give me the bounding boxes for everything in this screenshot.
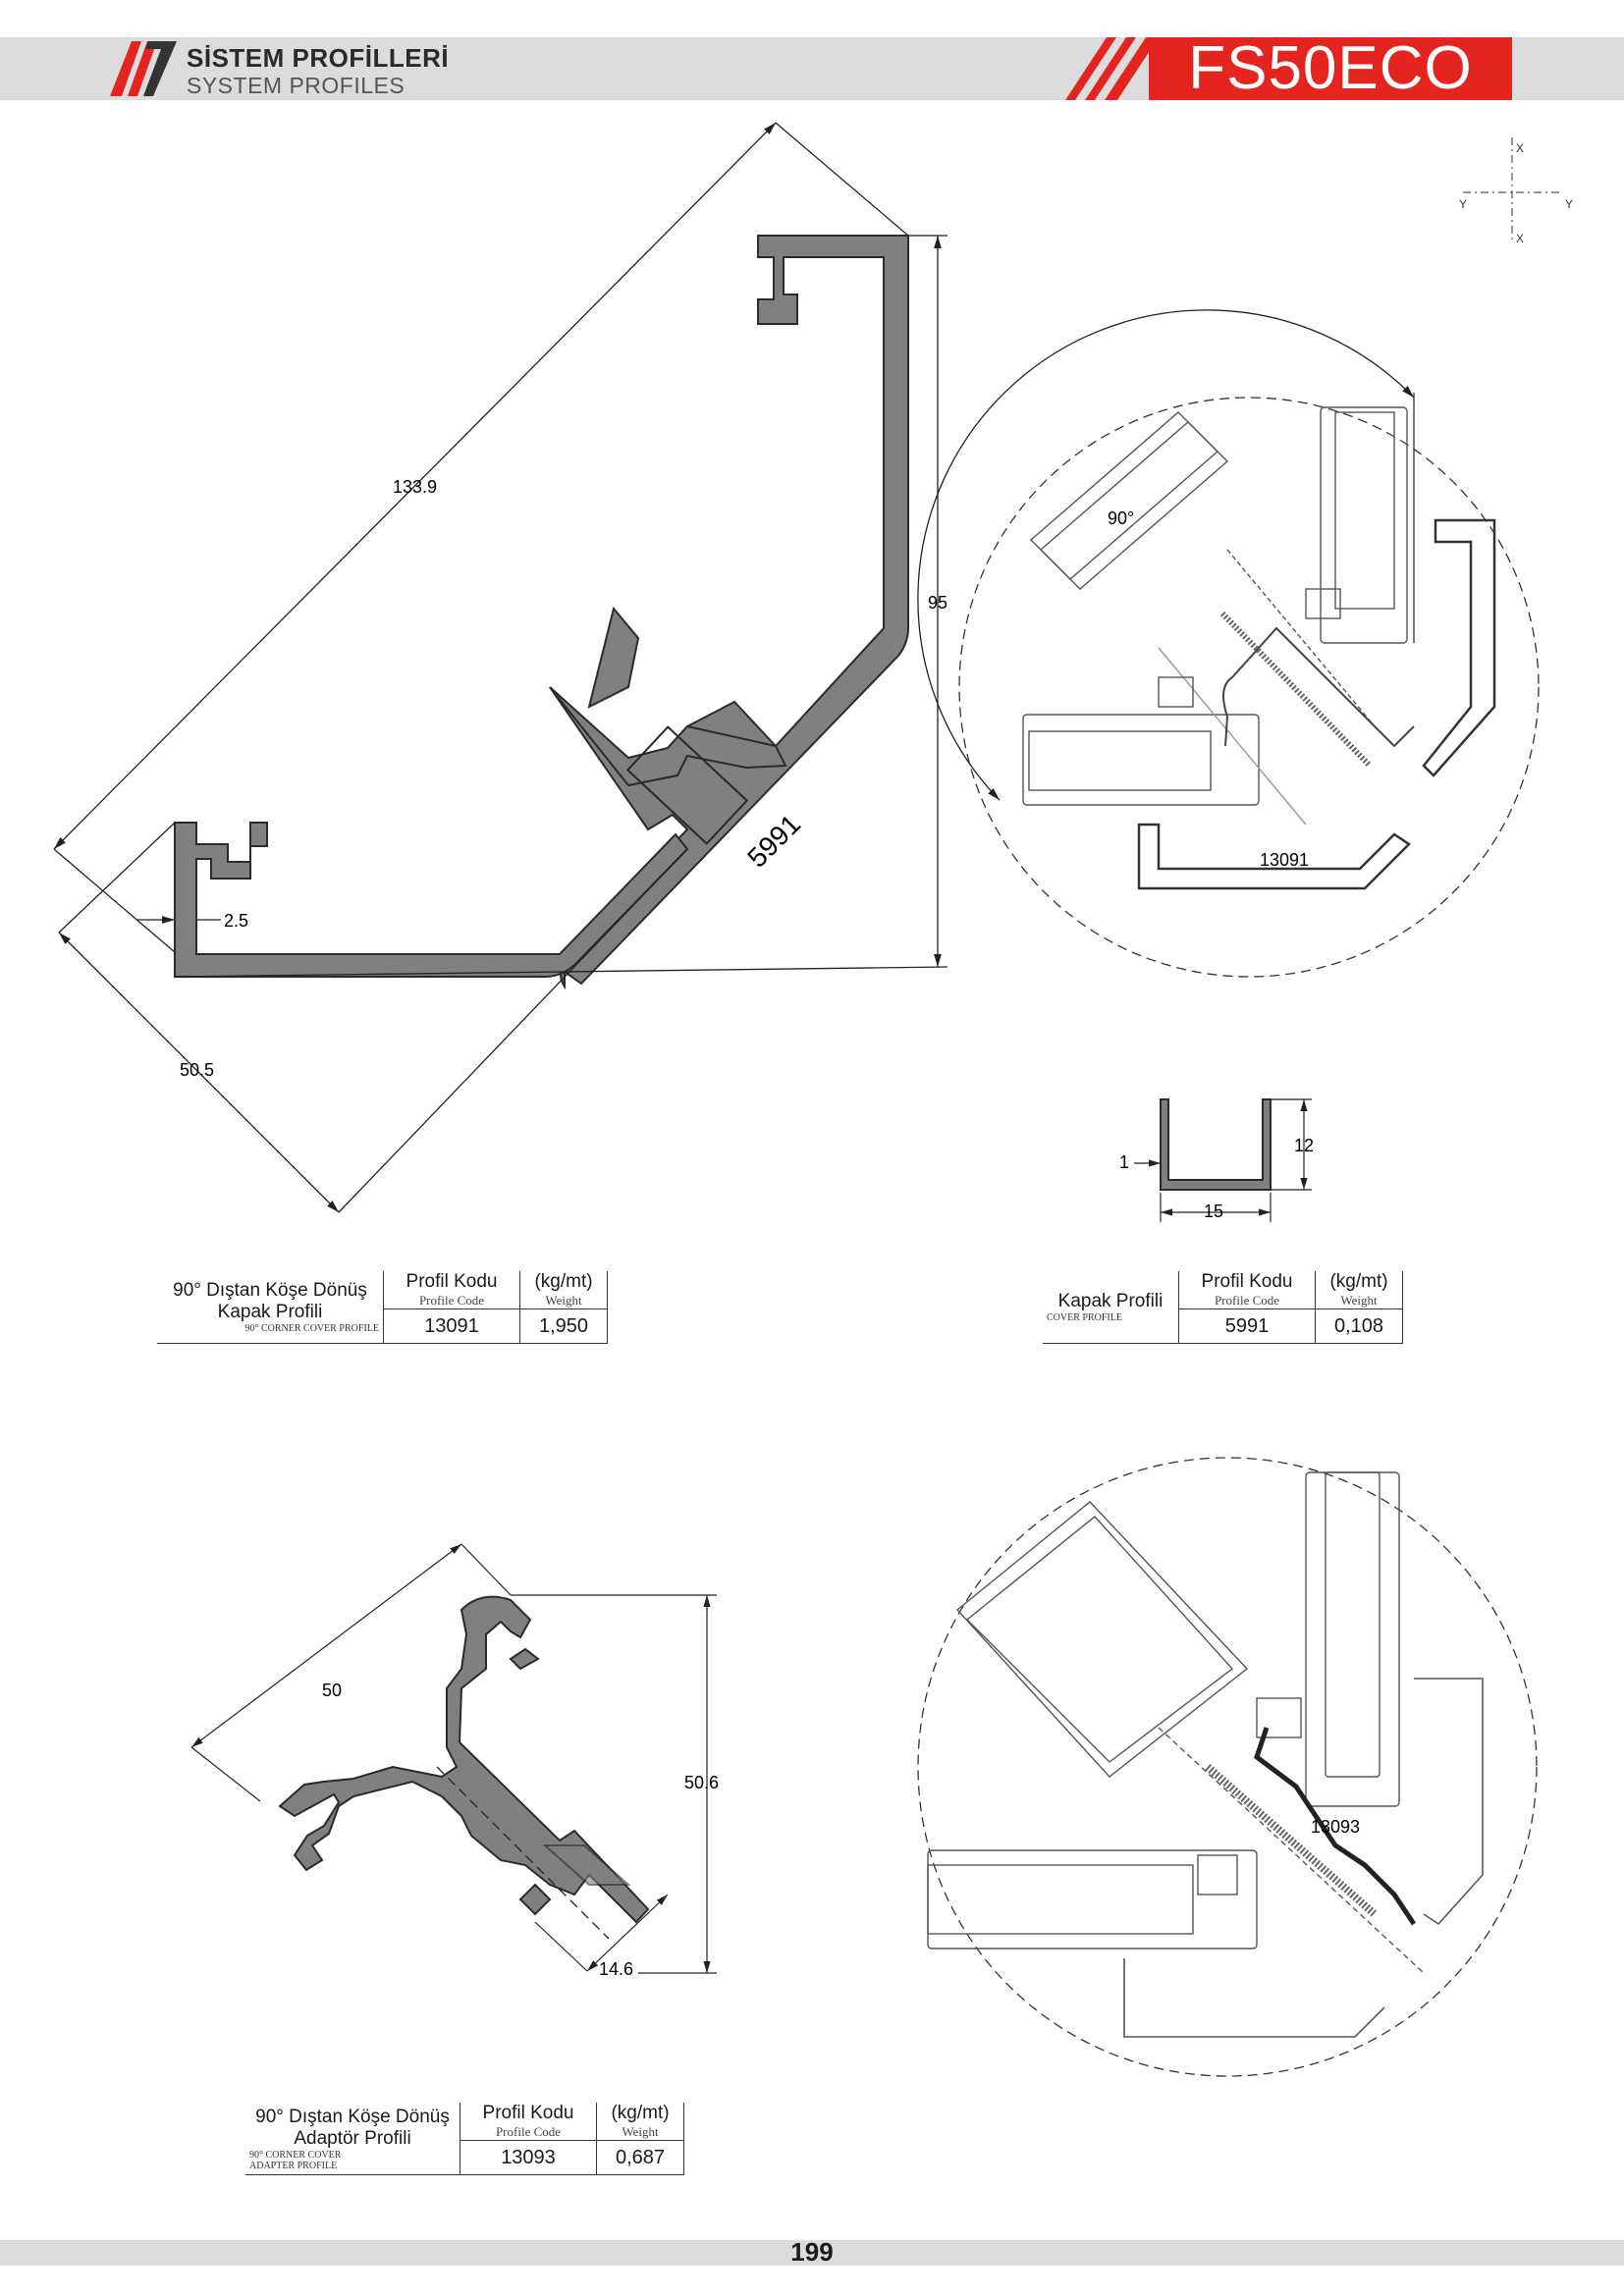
profile-code: 13091 <box>383 1308 520 1344</box>
profile-weight: 1,950 <box>519 1308 608 1344</box>
profile-13091-drawing <box>174 235 909 990</box>
axis-y-right: Y <box>1565 197 1573 211</box>
code-header: Profil Kodu <box>1201 1271 1293 1292</box>
dim-lines-2 <box>1134 1098 1312 1222</box>
detail-1-code: 13091 <box>1260 850 1309 870</box>
model-badge: FS50ECO <box>1149 37 1512 100</box>
axis-x-bottom: X <box>1516 232 1524 245</box>
profile-name-tr: 90° Dıştan Köşe Dönüş Adaptör Profili <box>255 2106 450 2149</box>
page-number: 199 <box>790 2237 834 2267</box>
detail-2-code: 13093 <box>1311 1817 1360 1837</box>
profile-code: 13093 <box>460 2140 597 2175</box>
spec-table-13093: 90° Dıştan Köşe Dönüş Adaptör Profili 90… <box>245 2103 684 2175</box>
axis-symbol <box>1463 137 1561 240</box>
company-logo <box>110 41 177 96</box>
spec-table-13091: 90° Dıştan Köşe Dönüş Kapak Profili 90° … <box>157 1271 608 1344</box>
axis-y-left: Y <box>1459 197 1467 211</box>
weight-subheader: Weight <box>1340 1293 1378 1308</box>
detail-angle-label: 90° <box>1108 508 1134 528</box>
profile-weight: 0,687 <box>596 2140 684 2175</box>
brand-subtitle: SYSTEM PROFILES <box>187 73 406 98</box>
dim-wall-5991: 1 <box>1119 1152 1129 1172</box>
dim-lines-1 <box>53 122 948 1213</box>
profile-5991-drawing <box>1160 1098 1272 1191</box>
brand-title: SİSTEM PROFİLLERİ <box>187 43 450 73</box>
code-subheader: Profile Code <box>495 2124 562 2139</box>
detail-circle-2 <box>917 1457 1538 2077</box>
profile-name-en: 90° CORNER COVER ADAPTER PROFILE <box>249 2149 342 2171</box>
profile-name-en: COVER PROFILE <box>1047 1312 1122 1323</box>
dim-height-5991: 12 <box>1294 1136 1314 1155</box>
dim-width-13093: 14.6 <box>599 1959 633 1979</box>
profile-name-tr: Kapak Profili <box>1057 1291 1164 1311</box>
profile-weight: 0,108 <box>1315 1308 1403 1344</box>
code-subheader: Profile Code <box>418 1293 485 1308</box>
profile-name-en: 90° CORNER COVER PROFILE <box>244 1323 379 1334</box>
code-header: Profil Kodu <box>406 1271 498 1292</box>
code-header: Profil Kodu <box>482 2103 574 2123</box>
weight-subheader: Weight <box>622 2124 659 2139</box>
dim-height-13093: 50.6 <box>684 1773 719 1792</box>
footer-bar <box>0 2240 1624 2266</box>
dim-lines-3 <box>190 1543 717 1974</box>
dim-diag-13091: 133.9 <box>393 477 437 497</box>
weight-header: (kg/mt) <box>534 1271 593 1292</box>
axis-x-top: X <box>1516 141 1524 155</box>
weight-header: (kg/mt) <box>611 2103 670 2123</box>
profile-name-tr: 90° Dıştan Köşe Dönüş Kapak Profili <box>173 1280 367 1322</box>
profile-13093-drawing <box>278 1595 650 1940</box>
profile-code: 5991 <box>1178 1308 1316 1344</box>
code-subheader: Profile Code <box>1214 1293 1280 1308</box>
dim-wall-13091: 2.5 <box>224 911 248 931</box>
dim-diag-13093: 50 <box>322 1681 342 1700</box>
dim-width-5991: 15 <box>1204 1201 1223 1221</box>
weight-header: (kg/mt) <box>1329 1271 1388 1292</box>
model-stripes <box>1065 37 1159 100</box>
spec-table-5991: Kapak Profili COVER PROFILE Profil Kodu … <box>1043 1271 1403 1344</box>
cover-profile-callout: 5991 <box>741 809 806 874</box>
weight-subheader: Weight <box>545 1293 582 1308</box>
dim-height-13091: 95 <box>928 593 947 613</box>
detail-circle-1 <box>917 309 1540 978</box>
dim-leg-13091: 50.5 <box>180 1060 214 1080</box>
